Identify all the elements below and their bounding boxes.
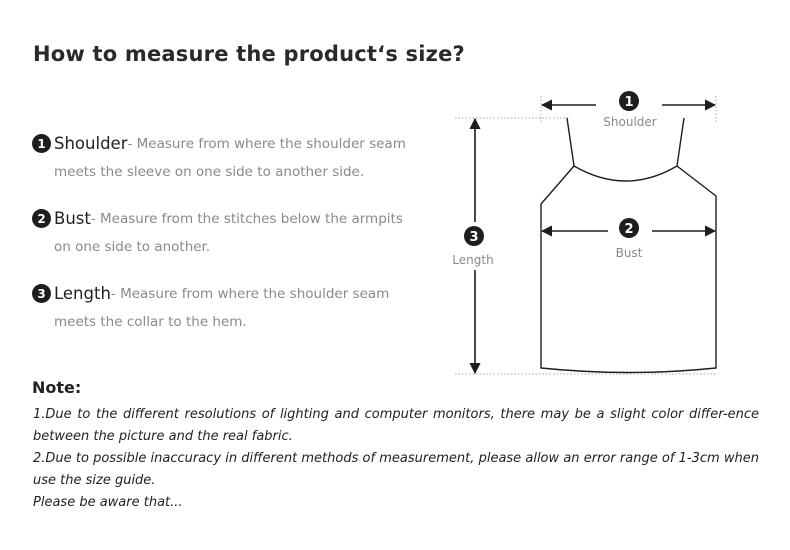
shoulder-label: Shoulder (603, 115, 657, 129)
number-badge-3: 3 (32, 284, 51, 303)
note-heading: Note: (32, 378, 82, 397)
note-line-1: 1.Due to the different resolutions of li… (33, 407, 759, 444)
length-badge (464, 226, 484, 246)
instruction-term: Length (54, 284, 111, 303)
neckline (573, 165, 678, 182)
instruction-description: - Measure from where the shoulder seam (110, 285, 390, 302)
shoulder-number: 1 (624, 95, 633, 110)
bust-label: Bust (616, 246, 643, 260)
body-outline (540, 165, 717, 374)
note-line-3: Please be aware that... (33, 495, 183, 510)
instruction-description-cont: meets the collar to the hem. (54, 314, 247, 330)
instruction-bust: 2 Bust - Measure from the stitches below… (32, 209, 452, 255)
bust-number: 2 (624, 222, 633, 237)
length-label: Length (452, 253, 493, 267)
page-title: How to measure the product‘s size? (33, 42, 465, 66)
right-strap (676, 117, 685, 167)
instruction-description-cont: meets the sleeve on one side to another … (54, 164, 365, 180)
shoulder-badge (619, 91, 639, 111)
camisole-outline (540, 117, 717, 374)
note-body: 1.Due to the different resolutions of li… (33, 404, 759, 514)
instruction-length: 3 Length - Measure from where the should… (32, 284, 452, 330)
instruction-description: - Measure from where the shoulder seam (127, 135, 406, 152)
note-line-2: 2.Due to possible inaccuracy in differen… (33, 451, 759, 488)
length-number: 3 (469, 230, 478, 245)
left-strap (566, 117, 575, 167)
bust-badge (619, 218, 639, 238)
instruction-term: Bust (54, 209, 91, 228)
instruction-description: - Measure from the stitches below the ar… (90, 210, 403, 227)
instruction-description-cont: on one side to another. (54, 239, 211, 255)
instruction-term: Shoulder (54, 134, 128, 153)
number-badge-2: 2 (32, 209, 51, 228)
number-badge-1: 1 (32, 134, 51, 153)
instruction-shoulder: 1 Shoulder - Measure from where the shou… (32, 134, 452, 180)
